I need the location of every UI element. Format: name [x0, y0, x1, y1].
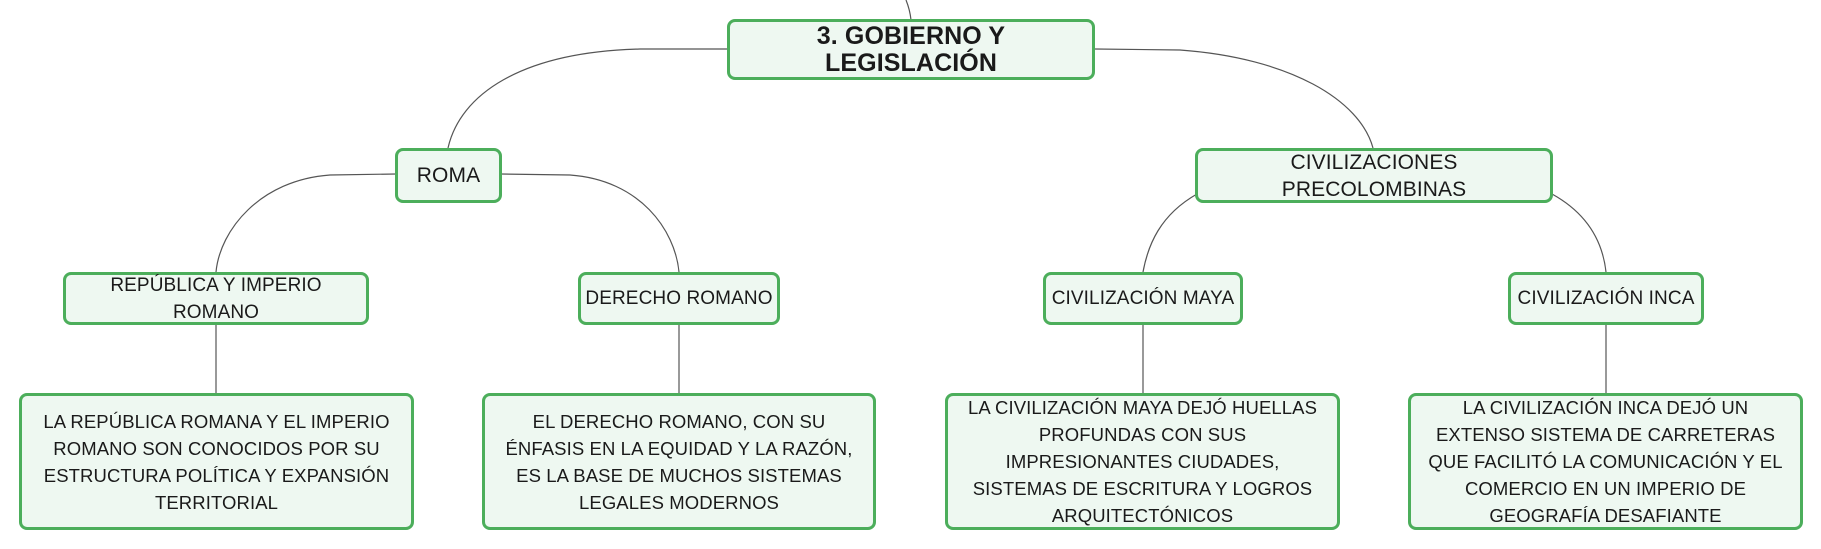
connector-root-roma [447, 48, 728, 149]
civilizacion-inca-detail-text: LA CIVILIZACIÓN INCA DEJÓ UN EXTENSO SIS… [1428, 397, 1783, 526]
civilizacion-maya-detail-text: LA CIVILIZACIÓN MAYA DEJÓ HUELLAS PROFUN… [967, 397, 1318, 526]
civilizacion-inca-node[interactable]: CIVILIZACIÓN INCA [1508, 272, 1704, 325]
republica-imperio-detail-text: LA REPÚBLICA ROMANA Y EL IMPERIO ROMANO … [43, 410, 390, 513]
republica-imperio-detail-node[interactable]: LA REPÚBLICA ROMANA Y EL IMPERIO ROMANO … [19, 393, 414, 530]
root-topic-node[interactable]: 3. GOBIERNO Y LEGISLACIÓN [727, 19, 1095, 80]
civilizacion-maya-node[interactable]: CIVILIZACIÓN MAYA [1043, 272, 1243, 325]
precolombinas-label: CIVILIZACIONES PRECOLOMBINAS [1281, 150, 1467, 201]
republica-imperio-node[interactable]: REPÚBLICA Y IMPERIO ROMANO [63, 272, 369, 325]
derecho-romano-node[interactable]: DERECHO ROMANO [578, 272, 780, 325]
connector-precolombinas-maya [1142, 193, 1198, 273]
roma-node[interactable]: ROMA [395, 148, 502, 203]
derecho-romano-detail-node[interactable]: EL DERECHO ROMANO, CON SU ÉNFASIS EN LA … [482, 393, 876, 530]
republica-imperio-label: REPÚBLICA Y IMPERIO ROMANO [110, 274, 322, 323]
roma-label: ROMA [416, 164, 481, 187]
civilizacion-inca-detail-node[interactable]: LA CIVILIZACIÓN INCA DEJÓ UN EXTENSO SIS… [1408, 393, 1803, 530]
derecho-romano-detail-text: EL DERECHO ROMANO, CON SU ÉNFASIS EN LA … [505, 410, 853, 513]
connector-roma-republica [215, 173, 397, 273]
connector-precolombinas-inca [1551, 193, 1607, 273]
connector-roma-derecho [500, 173, 680, 273]
connector-parent-root [905, 0, 912, 21]
derecho-romano-label: DERECHO ROMANO [585, 288, 773, 309]
precolombinas-node[interactable]: CIVILIZACIONES PRECOLOMBINAS [1195, 148, 1553, 203]
civilizacion-inca-label: CIVILIZACIÓN INCA [1517, 288, 1695, 309]
root-topic-label: 3. GOBIERNO Y LEGISLACIÓN [816, 21, 1006, 77]
civilizacion-maya-detail-node[interactable]: LA CIVILIZACIÓN MAYA DEJÓ HUELLAS PROFUN… [945, 393, 1340, 530]
civilizacion-maya-label: CIVILIZACIÓN MAYA [1051, 288, 1235, 309]
connector-root-precolombinas [1094, 48, 1374, 149]
